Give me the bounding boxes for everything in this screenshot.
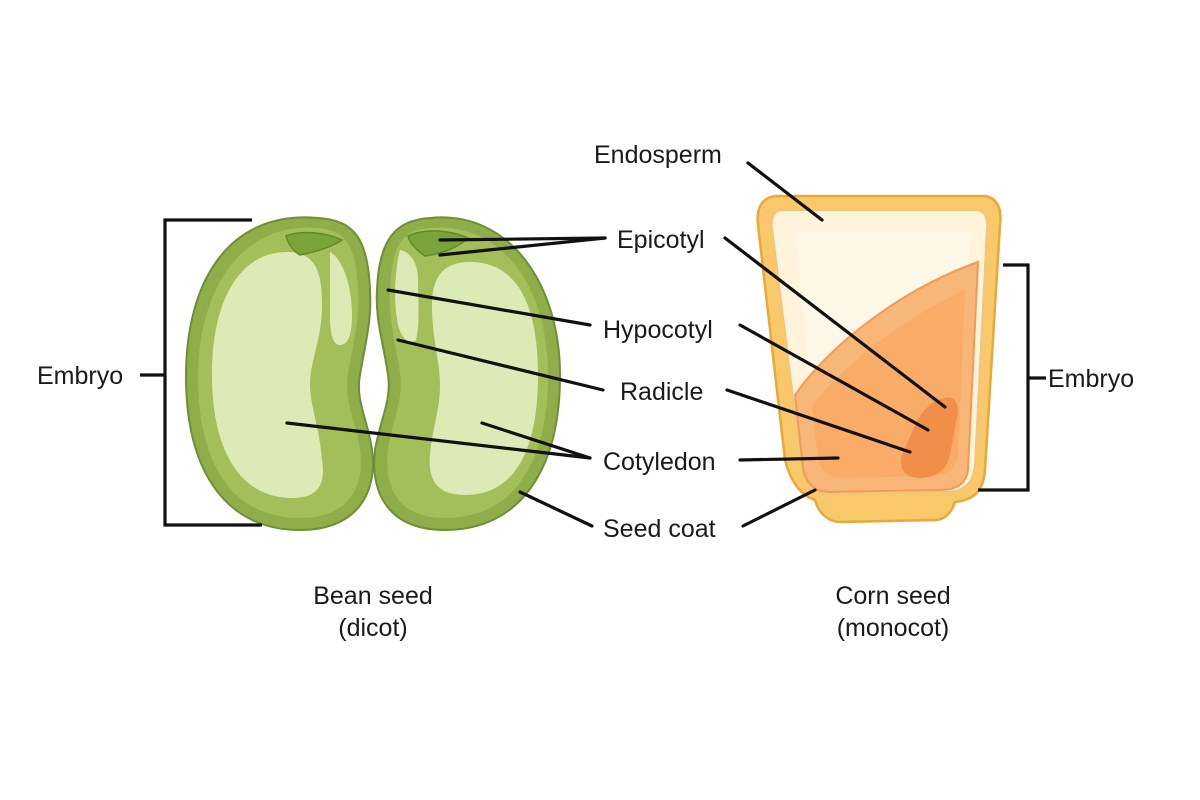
bean-right-hypocotyl-radicle[interactable]	[395, 250, 419, 342]
label-embryo-right: Embryo	[1048, 365, 1134, 393]
label-hypocotyl: Hypocotyl	[603, 316, 713, 344]
bean-left-epicotyl[interactable]	[285, 231, 344, 256]
labels: Endosperm Epicotyl Hypocotyl Radicle Cot…	[37, 141, 1134, 543]
caption-corn-title: Corn seed	[835, 582, 950, 610]
leader-hypocotyl-bean	[386, 288, 592, 327]
label-cotyledon: Cotyledon	[603, 448, 716, 476]
label-seed-coat: Seed coat	[603, 515, 716, 543]
leader-cotyledon-bean-left	[285, 421, 592, 460]
bean-left-cotyledon[interactable]	[212, 251, 323, 498]
caption-bean-title: Bean seed	[313, 582, 433, 610]
leader-endosperm	[746, 161, 824, 222]
caption-bean-subtitle: (dicot)	[338, 614, 407, 642]
caption-corn-subtitle: (monocot)	[837, 614, 950, 642]
leader-seed-coat-bean	[518, 490, 594, 528]
embryo-bracket-left	[140, 218, 262, 527]
label-radicle: Radicle	[620, 378, 703, 406]
bean-right-cotyledon[interactable]	[429, 262, 538, 495]
corn-epicotyl-radicle[interactable]	[900, 397, 958, 478]
corn-seed	[756, 194, 1002, 524]
leader-radicle-corn	[725, 388, 912, 454]
label-embryo-left: Embryo	[37, 362, 123, 390]
leader-radicle-bean	[396, 338, 605, 392]
leader-epicotyl-bean-1	[438, 236, 607, 242]
leader-epicotyl-corn	[723, 236, 947, 409]
bean-left-hypocotyl-radicle[interactable]	[330, 252, 352, 345]
leader-hypocotyl-corn	[738, 323, 930, 432]
bean-seed-left-half	[184, 216, 374, 532]
label-endosperm: Endosperm	[594, 141, 722, 169]
leader-cotyledon-corn	[738, 456, 840, 462]
leader-epicotyl-bean-2	[438, 236, 607, 257]
captions: Bean seed (dicot) Corn seed (monocot)	[313, 582, 950, 642]
leader-cotyledon-bean-right	[480, 421, 592, 460]
leader-seed-coat-corn	[741, 488, 817, 528]
bean-right-epicotyl[interactable]	[407, 230, 470, 257]
leader-lines	[285, 161, 947, 528]
embryo-bracket-right	[978, 263, 1046, 492]
label-epicotyl: Epicotyl	[617, 226, 705, 254]
